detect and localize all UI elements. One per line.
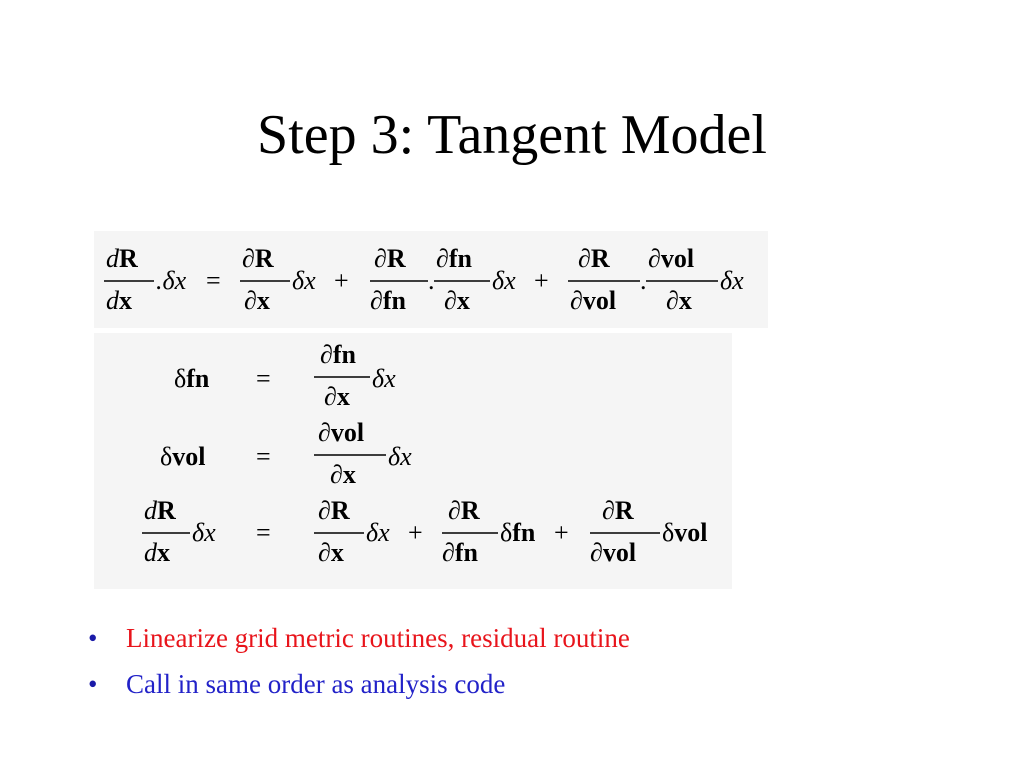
svg-text:δvol: δvol	[160, 442, 206, 471]
equation-1: dR dx .δx = ∂R ∂x δx + ∂R ∂fn . ∂fn ∂x δ…	[104, 244, 744, 315]
svg-text:δx: δx	[372, 364, 396, 393]
svg-text:∂R: ∂R	[242, 244, 274, 273]
svg-text:.: .	[640, 266, 647, 295]
svg-text:+: +	[554, 518, 569, 547]
svg-text:+: +	[534, 266, 549, 295]
svg-text:dx: dx	[144, 538, 170, 567]
svg-text:=: =	[206, 266, 221, 295]
svg-text:.: .	[428, 266, 435, 295]
svg-text:δx: δx	[720, 266, 744, 295]
svg-text:∂R: ∂R	[448, 496, 480, 525]
svg-text:δvol: δvol	[662, 518, 708, 547]
svg-text:δx: δx	[292, 266, 316, 295]
svg-text:∂vol: ∂vol	[318, 418, 364, 447]
svg-text:∂fn: ∂fn	[442, 538, 479, 567]
bullet-text-1: Linearize grid metric routines, residual…	[126, 623, 630, 653]
equation-block-1: dR dx .δx = ∂R ∂x δx + ∂R ∂fn . ∂fn ∂x δ…	[94, 231, 768, 328]
svg-text:dR: dR	[106, 244, 138, 273]
svg-text:∂R: ∂R	[578, 244, 610, 273]
svg-text:∂vol: ∂vol	[590, 538, 636, 567]
svg-text:δx: δx	[366, 518, 390, 547]
svg-text:δx: δx	[492, 266, 516, 295]
svg-text:∂x: ∂x	[324, 382, 350, 411]
svg-text:dR: dR	[144, 496, 176, 525]
slide-title: Step 3: Tangent Model	[257, 104, 767, 166]
bullet-symbol: •	[88, 623, 98, 653]
svg-text:∂x: ∂x	[318, 538, 344, 567]
svg-text:δx: δx	[388, 442, 412, 471]
svg-text:∂x: ∂x	[330, 460, 356, 489]
equation-row-fn: δfn = ∂fn ∂x δx	[174, 340, 396, 411]
svg-text:∂R: ∂R	[602, 496, 634, 525]
svg-text:+: +	[334, 266, 349, 295]
bullet-symbol: •	[88, 669, 98, 699]
svg-text:.δx: .δx	[156, 266, 187, 295]
equation-row-residual: dR dx δx = ∂R ∂x δx + ∂R ∂fn δfn + ∂R ∂v…	[142, 496, 708, 567]
svg-text:δfn: δfn	[174, 364, 210, 393]
svg-text:∂x: ∂x	[444, 286, 470, 315]
bullet-item-1: • Linearize grid metric routines, residua…	[88, 622, 630, 654]
svg-text:dx: dx	[106, 286, 132, 315]
svg-text:∂vol: ∂vol	[570, 286, 616, 315]
svg-text:=: =	[256, 442, 271, 471]
svg-text:∂vol: ∂vol	[648, 244, 694, 273]
svg-text:∂R: ∂R	[374, 244, 406, 273]
svg-text:∂x: ∂x	[244, 286, 270, 315]
svg-text:δfn: δfn	[500, 518, 536, 547]
svg-text:+: +	[408, 518, 423, 547]
equation-row-vol: δvol = ∂vol ∂x δx	[160, 418, 412, 489]
equation-system: δfn = ∂fn ∂x δx δvol = ∂vol ∂x δx dR dx	[142, 340, 708, 567]
svg-text:δx: δx	[192, 518, 216, 547]
bullet-item-2: • Call in same order as analysis code	[88, 668, 505, 700]
svg-text:∂x: ∂x	[666, 286, 692, 315]
svg-text:∂fn: ∂fn	[370, 286, 407, 315]
svg-text:∂R: ∂R	[318, 496, 350, 525]
svg-text:=: =	[256, 518, 271, 547]
svg-text:∂fn: ∂fn	[320, 340, 357, 369]
svg-text:∂fn: ∂fn	[436, 244, 473, 273]
equation-block-2: δfn = ∂fn ∂x δx δvol = ∂vol ∂x δx dR dx	[94, 333, 732, 589]
svg-text:=: =	[256, 364, 271, 393]
bullet-text-2: Call in same order as analysis code	[126, 669, 506, 699]
